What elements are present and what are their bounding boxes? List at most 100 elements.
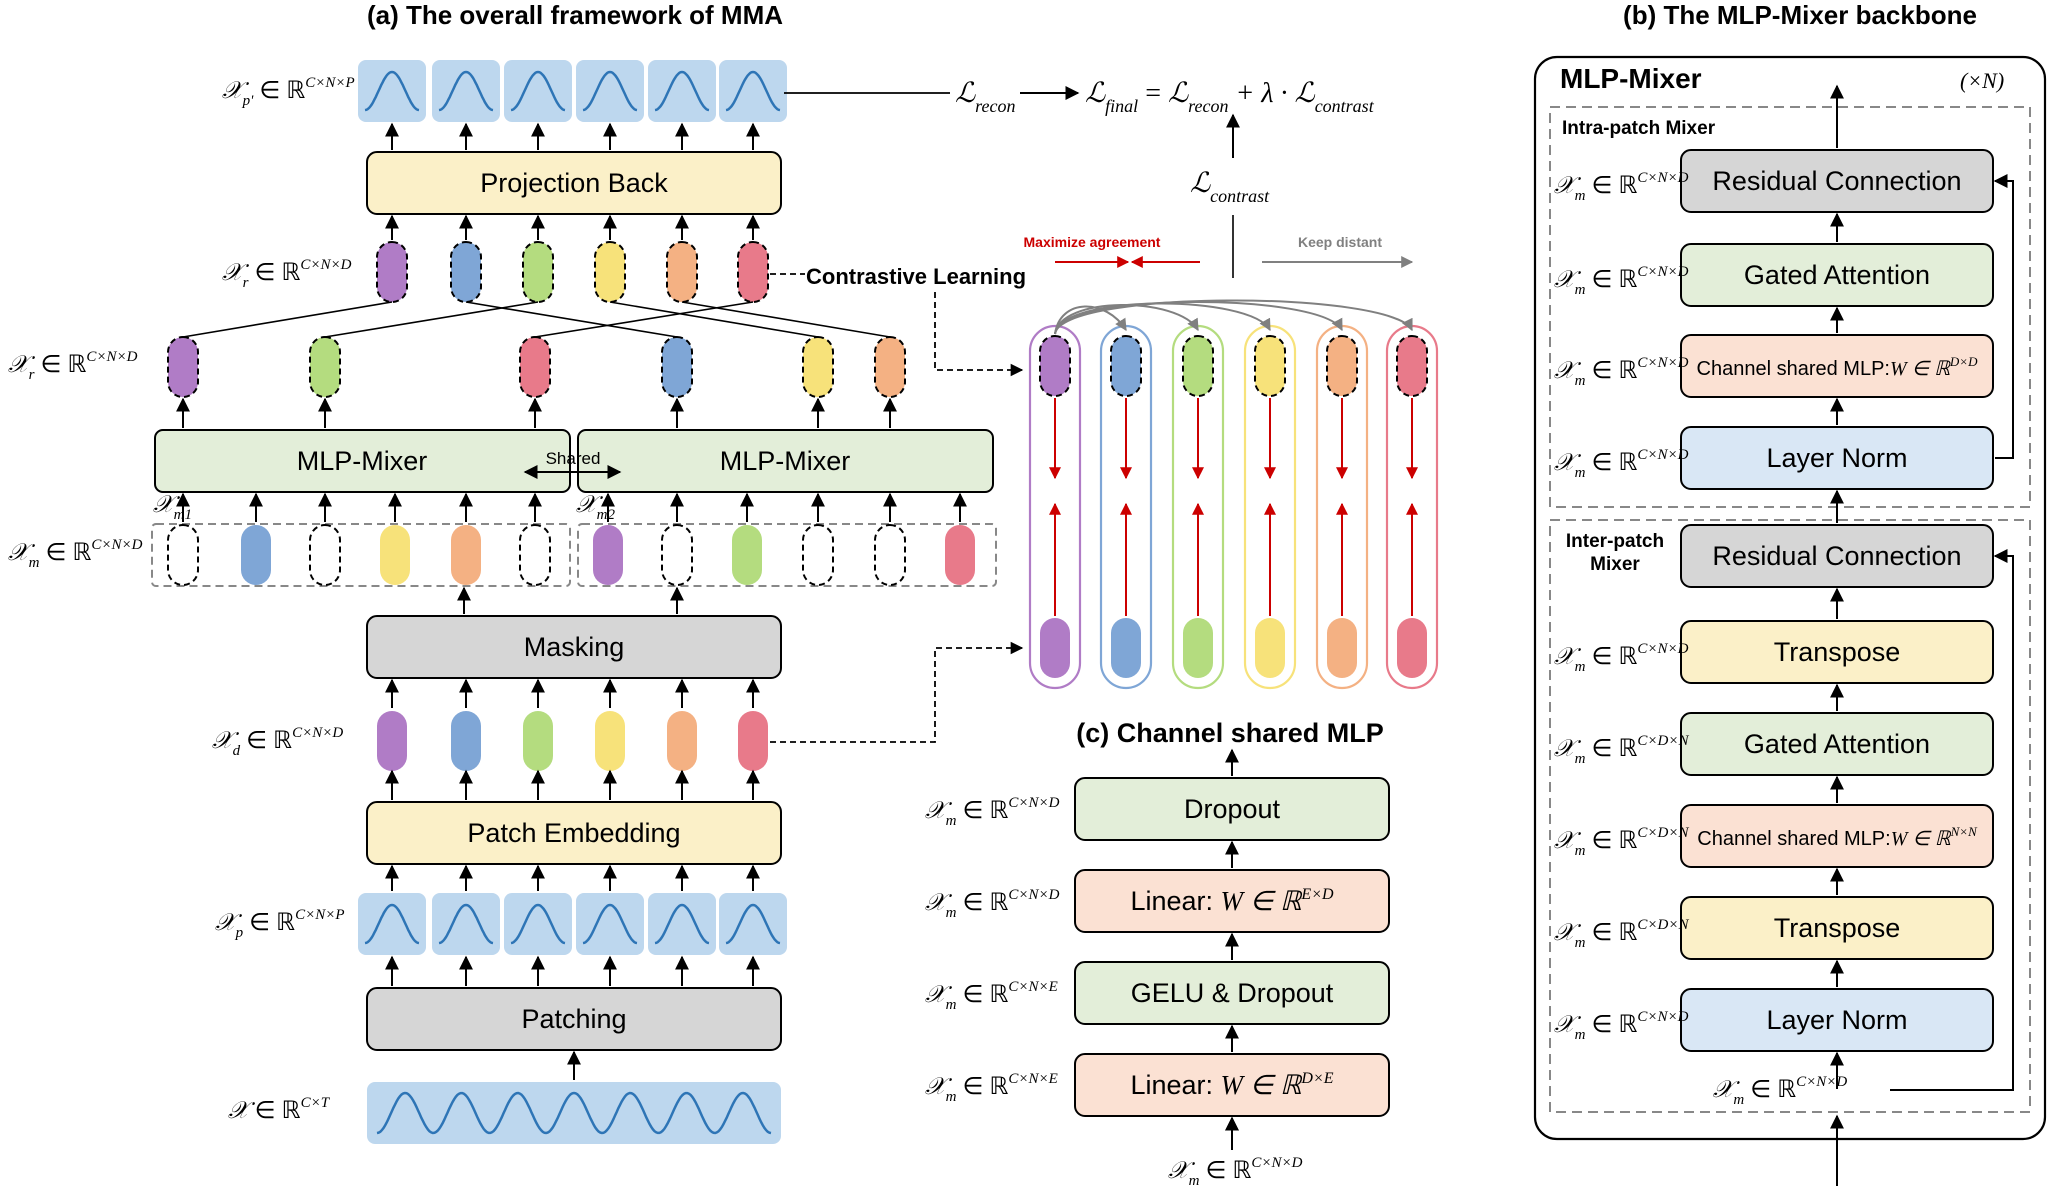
shuffle-line bbox=[609, 301, 819, 338]
shuffle-lines bbox=[182, 301, 891, 338]
mixer-block-4 bbox=[1680, 524, 1994, 588]
input-series-wave bbox=[376, 1091, 772, 1135]
patch-box bbox=[648, 893, 716, 955]
svg-text:ℒfinal = ℒrecon + λ · ℒcontras: ℒfinal = ℒrecon + λ · ℒcontrast bbox=[1085, 78, 1375, 116]
patch-box bbox=[504, 893, 572, 955]
masked-token bbox=[802, 524, 834, 586]
inter-patch-label-1: Inter-patch bbox=[1566, 531, 1664, 552]
loss-final: ℒfinal = ℒrecon + λ · ℒcontrast bbox=[1085, 78, 1375, 116]
token-purple bbox=[1040, 618, 1070, 678]
token-yellow bbox=[802, 336, 834, 398]
token-red bbox=[737, 241, 769, 303]
channel-mlp-input-label: 𝒳m ∈ ℝC×N×D bbox=[1168, 1155, 1303, 1189]
maximize-agreement-label: Maximize agreement bbox=[1024, 234, 1161, 250]
channel-mlp-label-1: Linear: W ∈ ℝE×D bbox=[1130, 886, 1334, 916]
patch-wave bbox=[510, 70, 566, 112]
inter-patch-label-2: Mixer bbox=[1590, 554, 1640, 575]
residual-inter bbox=[1890, 549, 2014, 1091]
token-blue bbox=[241, 525, 271, 585]
token-red bbox=[1396, 335, 1428, 397]
token-yellow bbox=[594, 241, 626, 303]
masked-token bbox=[167, 524, 199, 586]
patch-wave bbox=[582, 70, 638, 112]
token-green bbox=[732, 525, 762, 585]
token-yellow bbox=[380, 525, 410, 585]
token-orange bbox=[1326, 335, 1358, 397]
patch-box bbox=[576, 60, 644, 122]
masking-box bbox=[366, 615, 782, 679]
input-patches bbox=[358, 893, 787, 955]
mixer-block-input-3: 𝒳m ∈ ℝC×N×D bbox=[1554, 447, 1689, 481]
masked-token bbox=[309, 524, 341, 586]
mixer-block-label-3: Layer Norm bbox=[1766, 443, 1907, 473]
x-d-label: 𝒳d ∈ ℝC×N×D bbox=[212, 725, 343, 759]
mixer-block-input-5: 𝒳m ∈ ℝC×N×D bbox=[1554, 641, 1689, 675]
patch-box bbox=[358, 893, 426, 955]
intra-patch-label: Intra-patch Mixer bbox=[1562, 118, 1716, 139]
token-blue bbox=[451, 711, 481, 771]
mlp-mixer-label-1: MLP-Mixer bbox=[297, 446, 428, 476]
x-p-label: 𝒳p ∈ ℝC×N×P bbox=[215, 907, 344, 941]
masked-token bbox=[661, 524, 693, 586]
patch-box bbox=[358, 60, 426, 122]
token-purple bbox=[1039, 335, 1071, 397]
mixer-block-label-2: Channel shared MLP:W ∈ ℝD×D bbox=[1697, 354, 1979, 380]
mlp-mixer-box-2 bbox=[577, 429, 994, 493]
projection-back-label: Projection Back bbox=[480, 168, 668, 198]
intra-patch-region bbox=[1549, 106, 2031, 508]
mlp-mixer-outer-box bbox=[1533, 55, 2047, 1141]
x-r-top-label: 𝒳r ∈ ℝC×N×D bbox=[222, 257, 352, 291]
mixer-block-3 bbox=[1680, 426, 1994, 490]
mlp-mixer-box-1 bbox=[154, 429, 571, 493]
x-m2-label: 𝒳m2 bbox=[576, 492, 615, 523]
loss-recon: ℒrecon bbox=[955, 78, 1016, 116]
patch-box bbox=[432, 60, 500, 122]
patching-box bbox=[366, 987, 782, 1051]
patch-wave bbox=[364, 70, 420, 112]
mixer-block-6 bbox=[1680, 712, 1994, 776]
channel-mlp-input-1: 𝒳m ∈ ℝC×N×D bbox=[925, 887, 1060, 921]
token-orange bbox=[1327, 618, 1357, 678]
x-r-bottom-label: 𝒳r ∈ ℝC×N×D bbox=[8, 349, 138, 383]
token-yellow bbox=[595, 711, 625, 771]
token-purple bbox=[593, 525, 623, 585]
mlp-mixer-header: MLP-Mixer bbox=[1560, 63, 1702, 94]
x-m-label: 𝒳m ∈ ℝC×N×D bbox=[8, 537, 143, 571]
mixer-block-label-6: Gated Attention bbox=[1744, 729, 1930, 759]
token-purple bbox=[167, 336, 199, 398]
channel-mlp-input-0: 𝒳m ∈ ℝC×N×D bbox=[925, 795, 1060, 829]
mixer-block-input-2: 𝒳m ∈ ℝC×N×D bbox=[1554, 355, 1689, 389]
svg-text:ℒcontrast: ℒcontrast bbox=[1190, 168, 1270, 206]
masked-token bbox=[519, 524, 551, 586]
title-b: (b) The MLP-Mixer backbone bbox=[1623, 0, 1977, 30]
token-green bbox=[523, 711, 553, 771]
shared-label: Shared bbox=[546, 449, 601, 468]
patch-box bbox=[432, 893, 500, 955]
patch-embedding-box bbox=[366, 801, 782, 865]
token-red bbox=[1397, 618, 1427, 678]
mixer-block-9 bbox=[1680, 988, 1994, 1052]
token-purple bbox=[377, 711, 407, 771]
contrast-column-purple bbox=[1028, 324, 1082, 690]
mixer-block-input-0: 𝒳m ∈ ℝC×N×D bbox=[1554, 170, 1689, 204]
channel-mlp-block-0 bbox=[1074, 777, 1390, 841]
masked-view-2 bbox=[577, 523, 997, 587]
shuffle-line bbox=[182, 301, 393, 338]
mixer-block-input-8: 𝒳m ∈ ℝC×D×N bbox=[1554, 917, 1689, 951]
panel-b: MLP-Mixer (×N) Intra-patch Mixer Inter-p… bbox=[1533, 55, 2047, 1186]
token-green bbox=[309, 336, 341, 398]
title-a: (a) The overall framework of MMA bbox=[367, 0, 783, 30]
mixer-block-label-1: Gated Attention bbox=[1744, 260, 1930, 290]
output-patches bbox=[358, 60, 787, 122]
mixer-block-label-0: Residual Connection bbox=[1712, 166, 1961, 196]
keep-distant-label: Keep distant bbox=[1298, 234, 1382, 250]
shuffle-line bbox=[534, 301, 754, 338]
token-yellow bbox=[1254, 335, 1286, 397]
repeat-label: (×N) bbox=[1960, 68, 2004, 93]
token-orange bbox=[451, 525, 481, 585]
token-orange bbox=[874, 336, 906, 398]
mixer-block-2 bbox=[1680, 334, 1994, 398]
channel-mlp-label-2: GELU & Dropout bbox=[1131, 978, 1334, 1008]
x-m1-label: 𝒳m1 bbox=[153, 492, 192, 523]
patch-box bbox=[719, 60, 787, 122]
